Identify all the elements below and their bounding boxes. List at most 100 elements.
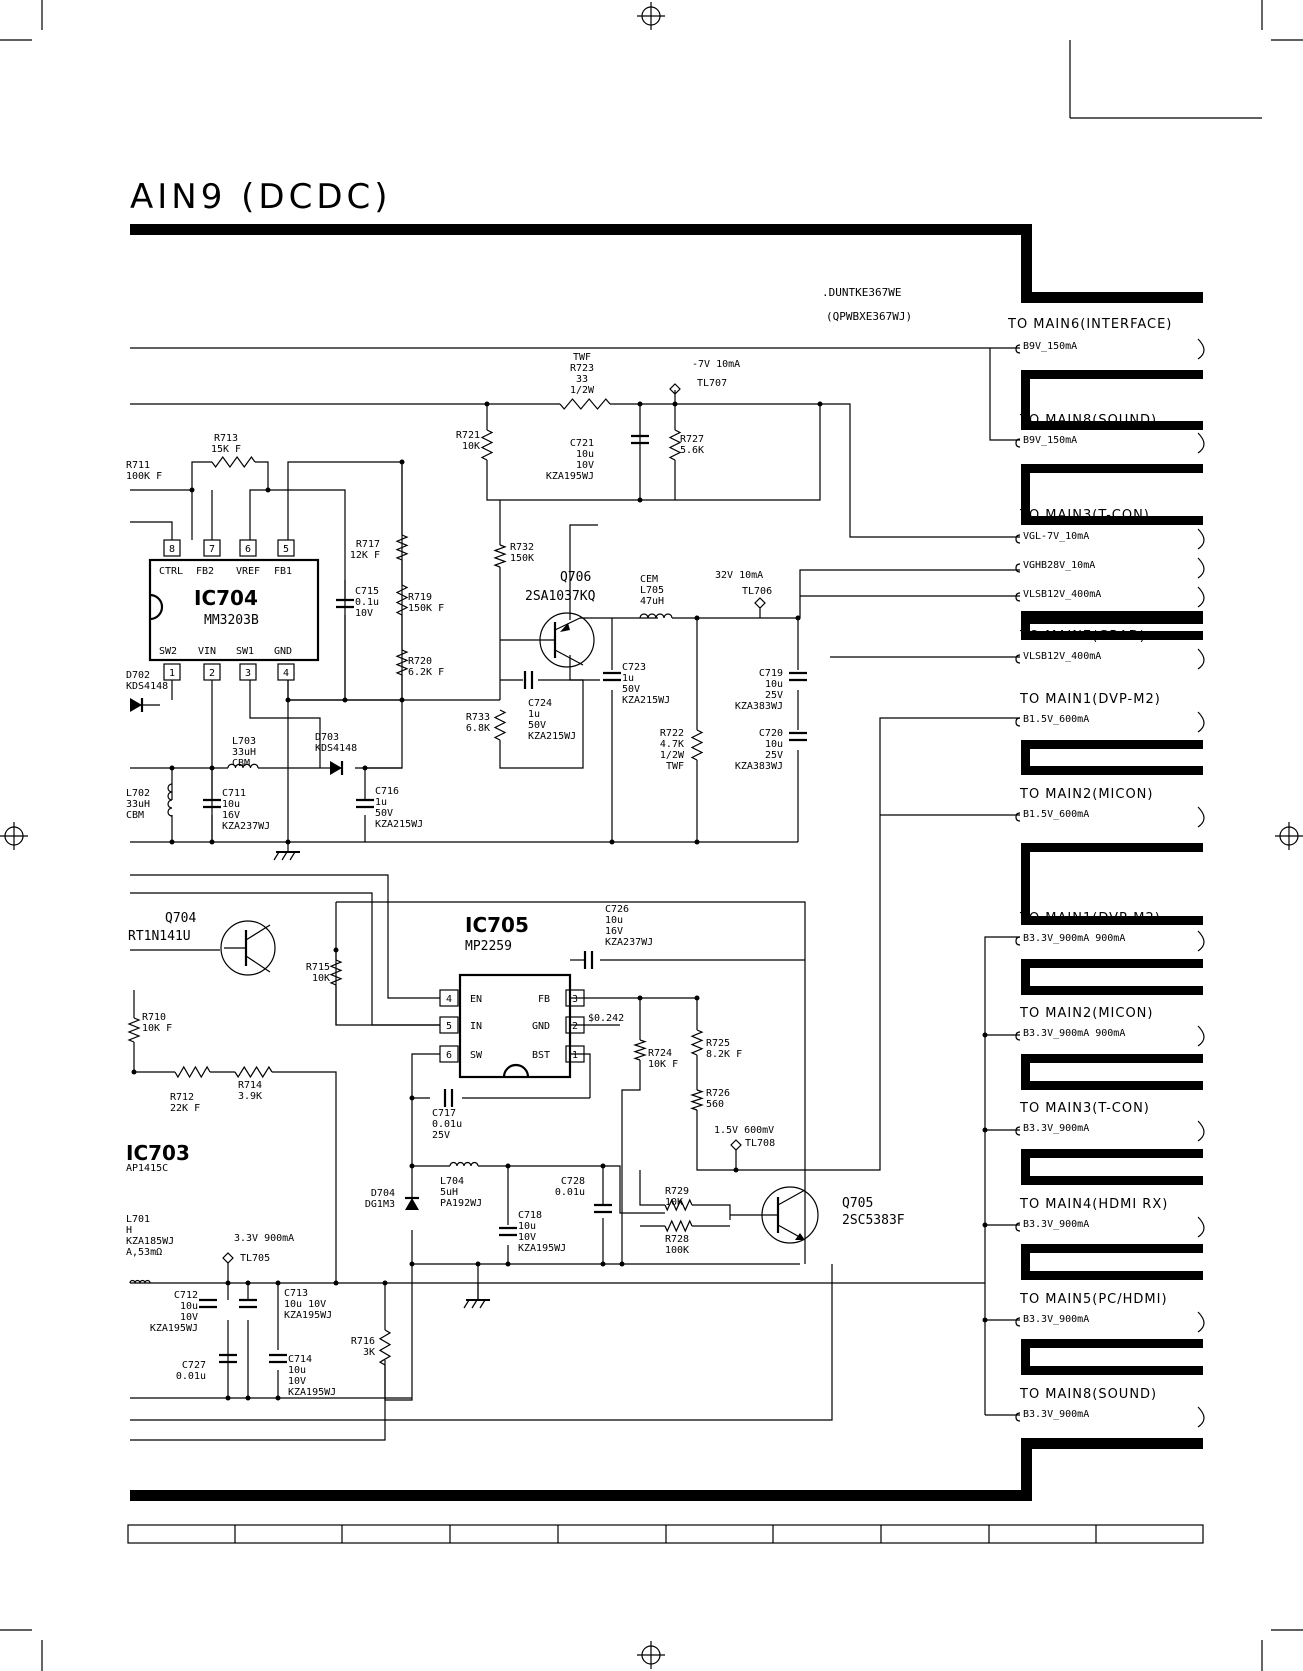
component-label-l704: PA192WJ [440,1198,482,1209]
component-label-c724: C724 [528,698,552,709]
component-label-r727: R727 [680,434,704,445]
component-label-r723: 33 [576,374,588,385]
component-label-r733: 6.8K [466,723,490,734]
component-label-r724: 10K F [648,1059,678,1070]
resistor [493,709,507,741]
component-label-c726: KZA237WJ [605,937,653,948]
component-label-c721: 10u [576,449,594,460]
connector-signal: VGL-7V_10mA [1023,531,1089,542]
ic704: 8 7 6 5 1 2 3 4 CTRL FB2 VREF FB1 SW2 VI… [148,539,320,681]
ic705-ref: IC705 [465,913,529,937]
connector-bar [1021,1149,1203,1158]
junctions [131,401,988,1401]
resistor [668,429,682,461]
ic704-pin-8: 8 [169,544,175,555]
connector-bar [1021,1339,1030,1375]
ic704-pin-name-ctrl: CTRL [159,566,183,577]
signal-bracket-right [1197,648,1205,670]
ic704-pin-1: 1 [169,668,175,679]
ic704-pin-2: 2 [209,668,215,679]
component-label-c711: 10u [222,799,240,810]
component-label-r726: 560 [706,1099,724,1110]
board-part-no: .DUNTKE367WE [822,286,901,299]
component-label-r719: 150K F [408,603,444,614]
component-label-c720: C720 [759,728,783,739]
ic704-pin-name-vref: VREF [236,566,260,577]
ic704-pin-name-gnd: GND [274,646,292,657]
component-label-r732: 150K [510,553,534,564]
component-label-l701: L701 [126,1214,150,1225]
connector-destination: TO MAIN2(MICON) [1019,1006,1153,1021]
tl706-ref: TL706 [742,586,772,597]
connector-signal: VLSB12V_400mA [1023,651,1101,662]
connector-bar [1021,464,1030,525]
component-label-c727: 0.01u [176,1371,206,1382]
resistor [480,429,494,461]
ic705-pin-name-in: IN [470,1021,482,1032]
diode [330,761,342,775]
connector-bar [1021,615,1203,624]
tl708-ref: TL708 [745,1138,775,1149]
ic705-pin-name-fb: FB [538,994,550,1005]
component-label-c724: 50V [528,720,546,731]
component-label-r720: R720 [408,656,432,667]
connector-signal: B1.5V_600mA [1023,809,1089,820]
component-label-r715: 10K [312,973,330,984]
signal-bracket-left [1015,563,1021,573]
connector-destination: TO MAIN6(INTERFACE) [1007,317,1172,332]
resistor [493,544,507,568]
connector-bar [1021,421,1203,430]
component-label-c719: C719 [759,668,783,679]
component-label-c717: C717 [432,1108,456,1119]
signal-bracket-right [1197,586,1205,608]
ic705-pin-name-gnd: GND [532,1021,550,1032]
component-label-r733: R733 [466,712,490,723]
signal-bracket-left [1015,592,1021,602]
ic704-pin-name-sw2: SW2 [159,646,177,657]
component-label-c716: C716 [375,786,399,797]
component-label-c718: 10u [518,1221,536,1232]
ic704-pin-name-vin: VIN [198,646,216,657]
component-label-c721: C721 [570,438,594,449]
component-label-c724: 1u [528,709,540,720]
component-label-c714: 10u [288,1365,306,1376]
q706-part: 2SA1037KQ [525,589,596,604]
component-label-l701: A,53mΩ [126,1247,162,1258]
component-label-c712: 10u [180,1301,198,1312]
connector-signal: B3.3V_900mA [1023,1219,1089,1230]
connector-bar [1021,370,1203,379]
ic704-pin-3: 3 [245,668,251,679]
diode [405,1198,419,1210]
resistor [690,1029,704,1056]
component-label-l702: CBM [126,810,144,821]
component-label-c724: KZA215WJ [528,731,576,742]
component-label-r712: R712 [170,1092,194,1103]
connector-destination: TO MAIN2(MICON) [1019,787,1153,802]
resistor [395,534,409,561]
signal-bracket-right [1197,432,1205,454]
connector-signal: B3.3V_900mA [1023,1409,1089,1420]
component-label-r719: R719 [408,592,432,603]
signal-bracket-right [1197,338,1205,360]
component-label-c713: 10u 10V [284,1299,326,1310]
ic704-pin-name-sw1: SW1 [236,646,254,657]
component-label-r722: 1/2W [660,750,685,761]
component-label-c718: C718 [518,1210,542,1221]
connector-signal: B3.3V_900mA [1023,1123,1089,1134]
component-label-r721: 10K [462,441,480,452]
ic705: 4 5 6 3 2 1 EN IN SW FB GND BST IC705 MP… [439,913,624,1079]
ic704-ref: IC704 [194,586,258,610]
resistor [395,584,409,616]
signal-bracket-left [1015,812,1021,822]
wires [130,347,1020,1441]
component-label-c715: C715 [355,586,379,597]
component-label-c717: 0.01u [432,1119,462,1130]
component-label-d704: D704 [371,1188,395,1199]
component-label-d702: KDS4148 [126,681,168,692]
connector-signal: B9V_150mA [1023,435,1077,446]
signal-bracket-left [1015,1412,1021,1422]
component-label-c723: C723 [622,662,646,673]
component-label-r722: TWF [666,761,684,772]
component-label-c714: KZA195WJ [288,1387,336,1398]
